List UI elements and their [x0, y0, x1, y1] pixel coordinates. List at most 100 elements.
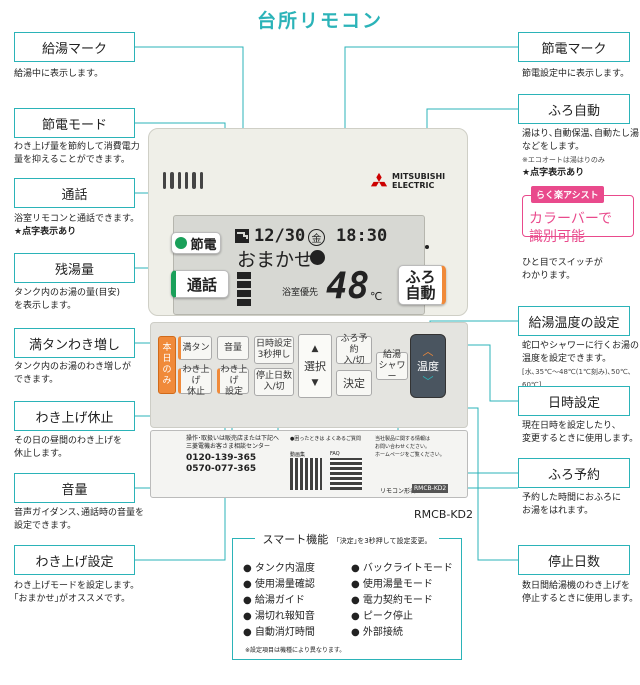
- smart-item: ● 電力契約モード: [351, 595, 433, 606]
- ondo-button[interactable]: ︿ 温度 ﹀: [410, 334, 446, 398]
- wakiage-kyushi-button[interactable]: わき上げ 休止: [178, 365, 212, 397]
- assist-headline-2: 識別可能: [529, 229, 585, 245]
- cover-note-1: 当社製品に関する情報は: [375, 436, 431, 442]
- cover-info: 操作･取扱いは販売店または下記へ 三菱電機お客さま相談センター 0120-139…: [186, 435, 286, 474]
- tsuwa-button-label: 通話: [186, 275, 217, 294]
- label-wakiage-settei: わき上げ設定: [14, 545, 135, 575]
- teishi-label-1: 停止日数: [255, 371, 292, 381]
- wakiage-settei-button[interactable]: わき上げ 設定: [217, 365, 249, 397]
- desc-setsuden-mark: 節電設定中に表示します。: [522, 69, 630, 79]
- mitsubishi-logo-icon: [370, 172, 388, 187]
- desc-tsuwa: 浴室リモコンと通話できます。: [14, 214, 140, 224]
- desc-kyutou-ondo-1: 蛇口やシャワーに行くお湯の: [522, 341, 640, 351]
- setsuden-button[interactable]: 節電: [171, 232, 221, 254]
- furo-yoyaku-label-1: ふろ予約: [340, 333, 368, 355]
- kettei-button[interactable]: 決定: [336, 370, 372, 396]
- wakiage-kyushi-label-2: 休止: [186, 386, 205, 397]
- nichiji-label-2: 3秒押し: [257, 350, 291, 360]
- desc-furo-yoyaku-1: 予約した時間におふろに: [522, 493, 622, 503]
- desc-wakiage-kyushi-2: 休止します。: [14, 449, 68, 459]
- cover-line-1: 操作･取扱いは販売店または下記へ: [186, 435, 280, 442]
- sentaku-down-icon: ▼: [311, 377, 319, 388]
- desc-teishi-1: 数日間給湯機のわき上げを: [522, 581, 631, 591]
- cover-note: 当社製品に関する情報は お問い合わせください。 ホームページをご覧ください。: [375, 435, 460, 459]
- label-kyutou-ondo: 給湯温度の設定: [518, 306, 630, 336]
- desc-onryo-2: 設定できます。: [14, 521, 77, 531]
- small-furo-jido: ※エコオートは湯はりのみ: [522, 156, 605, 164]
- desc-furo-jido-1: 湯はり､自動保温､自動たし湯: [522, 129, 640, 139]
- lcd-time: 18:30: [336, 226, 388, 246]
- teishi-button[interactable]: 停止日数 入/切: [254, 368, 294, 396]
- lcd-temperature: 48: [326, 266, 370, 307]
- smart-item: ● ピーク停止: [351, 611, 413, 622]
- mantan-button[interactable]: 満タン: [178, 336, 212, 360]
- cover-qr1-label: 動画集: [290, 452, 306, 458]
- smart-item: ● タンク内温度: [243, 563, 315, 574]
- label-tsuwa: 通話: [14, 178, 135, 208]
- smart-functions-box: スマート機能｢決定｣を3秒押して設定変更。 ● タンク内温度 ● 使用湯量確認 …: [232, 533, 462, 660]
- sentaku-button[interactable]: ▲ 選択 ▼: [298, 334, 332, 398]
- qr-code-2: [330, 458, 362, 490]
- honjitsu-3: の: [162, 365, 172, 375]
- desc-kyutou-mark: 給湯中に表示します。: [14, 69, 104, 79]
- lcd-bath-label: 浴室優先: [282, 288, 319, 298]
- furo-yoyaku-button[interactable]: ふろ予約 入/切: [336, 333, 372, 366]
- nichiji-label-1: 日時設定: [255, 339, 292, 349]
- smart-title: スマート機能: [258, 533, 333, 546]
- assist-callout: らく楽アシスト カラーバーで 識別可能: [522, 186, 634, 245]
- qr-code-1: [290, 458, 322, 490]
- desc-setsuden-mode-1: わき上げ量を節約して消費電力: [14, 142, 140, 152]
- furo-jido-button[interactable]: ふろ 自動: [398, 265, 446, 305]
- desc-zanyu-1: タンク内のお湯の量(目安): [14, 288, 121, 298]
- lcd-weekday: 金: [308, 229, 325, 246]
- mantan-label: 満タン: [182, 342, 210, 353]
- kettei-label: 決定: [343, 376, 365, 390]
- smart-item: ● 湯切れ報知音: [243, 611, 315, 622]
- lcd-mode: おまかせ: [237, 249, 314, 271]
- smart-item: ● 自動消灯時間: [243, 627, 315, 638]
- smart-footnote: ※設定項目は機種により異なります。: [245, 647, 346, 654]
- desc-assist-2: わかります。: [522, 271, 576, 281]
- honjitsu-1: 本: [162, 343, 172, 353]
- desc-furo-jido-2: などをします。: [522, 142, 585, 152]
- small-kyutou-ondo: [水､35℃〜48℃(1℃刻み)､50℃､60℃]: [522, 368, 632, 389]
- label-kyutou-mark: 給湯マーク: [14, 32, 135, 62]
- cover-line-2: 三菱電機お客さま相談センター: [186, 443, 271, 450]
- cover-model-label: リモコン形名: [380, 488, 417, 495]
- kyutou-mark-icon: [234, 228, 250, 244]
- lcd-unit: ℃: [370, 290, 383, 303]
- label-onryo: 音量: [14, 473, 135, 503]
- desc-wakiage-settei-1: わき上げモードを設定します。: [14, 581, 140, 591]
- onryo-button[interactable]: 音量: [217, 336, 249, 360]
- furo-yoyaku-label-2: 入/切: [343, 355, 365, 366]
- indicator-dot: [425, 245, 429, 249]
- cover-phone-2: 0570-077-365: [186, 464, 257, 474]
- kyutou-shower-label-1: 給湯: [382, 349, 401, 360]
- page-title: 台所リモコン: [256, 10, 383, 32]
- desc-onryo-1: 音声ガイダンス､通話時の音量を: [14, 508, 144, 518]
- nichiji-button[interactable]: 日時設定 3秒押し: [254, 336, 294, 364]
- desc-nichiji-1: 現在日時を設定したり､: [522, 421, 617, 431]
- tsuwa-button[interactable]: 通話: [171, 270, 229, 298]
- desc-kyutou-ondo-2: 温度を設定できます。: [522, 354, 612, 364]
- label-nichiji: 日時設定: [518, 386, 630, 416]
- cover-qr2-label: FAQ: [330, 451, 340, 457]
- desc-wakiage-kyushi-1: その日の昼間のわき上げを: [14, 436, 123, 446]
- kyutou-shower-label: 給湯 シャワー: [376, 349, 408, 382]
- lcd-date: 12/30: [254, 226, 306, 246]
- sentaku-label: 選択: [304, 359, 326, 373]
- brand-line-2: ELECTRIC: [392, 181, 435, 190]
- assist-tag: らく楽アシスト: [531, 186, 604, 203]
- desc-furo-yoyaku-2: お湯をはれます。: [522, 506, 594, 516]
- label-setsuden-mode: 節電モード: [14, 108, 135, 138]
- assist-headline-1: カラーバーで: [529, 211, 613, 227]
- ondo-up-icon: ︿: [422, 344, 434, 358]
- ondo-label: 温度: [417, 359, 439, 373]
- sentaku-up-icon: ▲: [311, 343, 319, 354]
- setsuden-mark-icon: [310, 250, 325, 265]
- wakiage-settei-label-2: 設定: [224, 386, 243, 397]
- smart-title-note: ｢決定｣を3秒押して設定変更。: [332, 537, 436, 545]
- note-furo-jido: ★点字表示あり: [522, 168, 585, 178]
- cover-qr-title: ●困ったときは よくあるご質問: [290, 436, 361, 442]
